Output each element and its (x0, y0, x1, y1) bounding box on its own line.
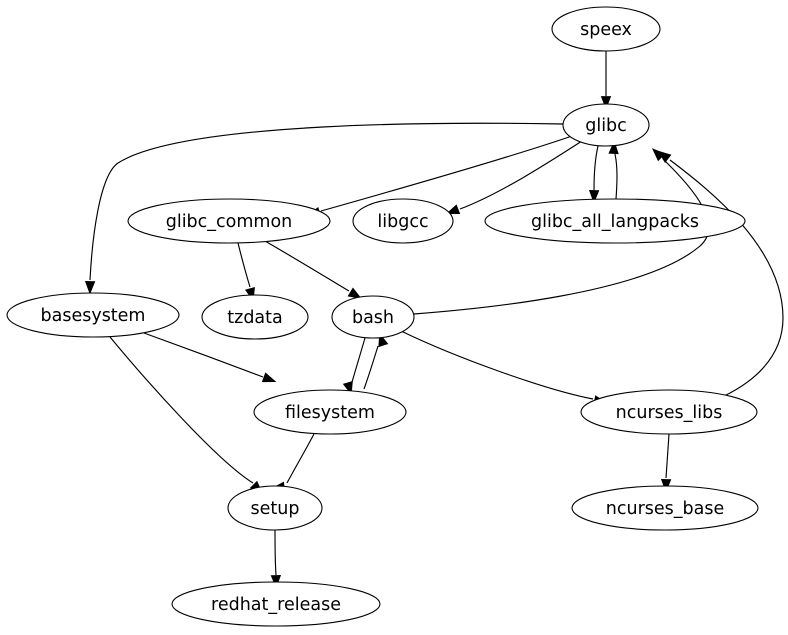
edge-line (109, 336, 254, 484)
edge-line (237, 242, 251, 288)
node-ellipse[interactable] (201, 294, 309, 340)
edge-line (286, 433, 315, 484)
edge-line (400, 330, 594, 400)
graph-edge (600, 51, 612, 110)
graph-node-ncurses_base[interactable]: ncurses_base (571, 485, 759, 531)
graph-edge (400, 330, 608, 406)
node-ellipse[interactable] (171, 581, 381, 627)
edge-line (143, 332, 264, 378)
graph-edge (109, 336, 263, 494)
node-ellipse[interactable] (253, 389, 407, 435)
edge-line (413, 158, 710, 315)
graph-edge (363, 332, 389, 390)
node-ellipse[interactable] (127, 198, 331, 244)
graph-edge (264, 240, 362, 299)
graph-edge (608, 140, 619, 200)
edge-line (593, 145, 599, 191)
graph-edge (84, 122, 564, 295)
node-ellipse[interactable] (562, 103, 650, 147)
edge-line (459, 140, 583, 210)
graph-edge (657, 150, 784, 398)
graph-node-speex[interactable]: speex (551, 6, 661, 52)
graph-edge (660, 433, 672, 493)
edge-line (665, 433, 670, 479)
edge-line (363, 345, 379, 390)
graph-node-glibc_common[interactable]: glibc_common (127, 198, 331, 244)
node-ellipse[interactable] (352, 198, 454, 244)
edge-line (89, 122, 564, 281)
graph-edge (342, 337, 366, 396)
graph-node-bash[interactable]: bash (331, 295, 415, 339)
edge-line (614, 153, 618, 200)
graph-edge (237, 242, 255, 302)
nodes-layer: speex glibc glibc_common libgcc glibc_all_la… (6, 6, 759, 627)
graph-edge (445, 140, 583, 215)
graph-node-redhat_release[interactable]: redhat_release (171, 581, 381, 627)
node-ellipse[interactable] (551, 6, 661, 52)
graph-node-libgcc[interactable]: libgcc (352, 198, 454, 244)
graph-node-setup[interactable]: setup (227, 485, 323, 531)
graph-node-tzdata[interactable]: tzdata (201, 294, 309, 340)
node-ellipse[interactable] (484, 198, 746, 244)
graph-node-ncurses_libs[interactable]: ncurses_libs (580, 389, 758, 435)
graph-node-glibc_all_langpacks[interactable]: glibc_all_langpacks (484, 198, 746, 244)
graph-edge (588, 145, 600, 204)
graph-edge (270, 529, 282, 589)
graph-node-basesystem[interactable]: basesystem (6, 292, 180, 338)
edge-line (669, 159, 784, 398)
node-ellipse[interactable] (6, 292, 180, 338)
node-ellipse[interactable] (571, 485, 759, 531)
graph-node-glibc[interactable]: glibc (562, 103, 650, 147)
node-ellipse[interactable] (331, 295, 415, 339)
edge-line (274, 529, 277, 576)
edge-line (351, 337, 366, 383)
graph-edge (143, 332, 277, 383)
edge-line (264, 240, 350, 292)
graph-node-filesystem[interactable]: filesystem (253, 389, 407, 435)
edge-line (320, 135, 573, 212)
node-ellipse[interactable] (580, 389, 758, 435)
node-ellipse[interactable] (227, 485, 323, 531)
